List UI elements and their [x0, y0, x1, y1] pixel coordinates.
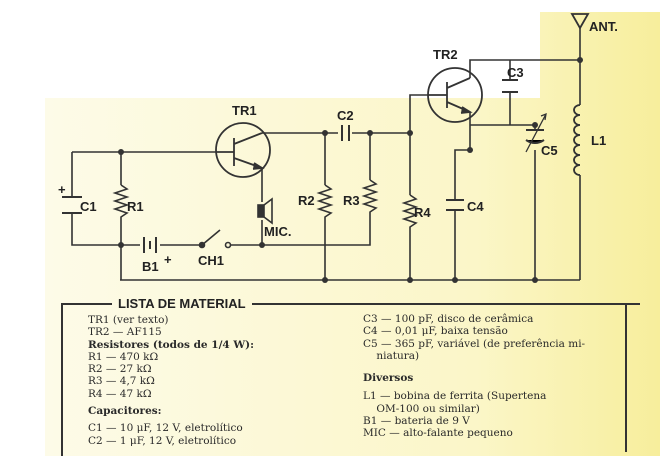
antenna-icon [570, 13, 590, 30]
resistor-r1 [112, 184, 130, 220]
list-item: TR1 (ver texto) [88, 314, 169, 326]
capacitor-c1 [62, 196, 82, 214]
label-ch1: CH1 [198, 253, 224, 268]
list-item: L1 — bobina de ferrita (Supertena [363, 390, 547, 403]
label-r4: R4 [414, 205, 431, 220]
list-heading: Diversos [363, 372, 414, 385]
label-c1-plus: + [58, 182, 66, 197]
label-mic: MIC. [264, 224, 291, 239]
resistor-r3 [361, 179, 379, 225]
list-item: TR2 — AF115 [88, 326, 162, 339]
label-c2: C2 [337, 108, 354, 123]
list-item: C2 — 1 μF, 12 V, eletrolítico [88, 434, 237, 447]
list-item: B1 — bateria de 9 V [363, 415, 470, 428]
list-item: OM-100 ou similar) [363, 402, 480, 415]
list-item: C3 — 100 pF, disco de cerâmica [363, 313, 534, 325]
speaker-mic [257, 197, 273, 225]
list-heading: Capacitores: [88, 405, 162, 418]
transistor-tr1 [215, 122, 271, 178]
battery-b1 [143, 237, 157, 253]
label-l1: L1 [591, 133, 606, 148]
capacitor-c4 [446, 199, 464, 211]
list-item: C5 — 365 pF, variável (de preferência mi… [363, 337, 586, 350]
label-r3: R3 [343, 193, 360, 208]
capacitor-c5 [525, 129, 545, 144]
list-item: R4 — 47 kΩ [88, 387, 152, 400]
list-item: C4 — 0,01 μF, baixa tensão [363, 325, 508, 338]
capacitor-c2 [341, 125, 350, 141]
label-tr2: TR2 [433, 47, 458, 62]
list-item: niatura) [363, 349, 420, 362]
switch-ch1 [198, 229, 232, 249]
capacitor-c3 [502, 79, 518, 93]
material-list-frame [61, 303, 640, 456]
capacitors [341, 79, 547, 211]
list-item: R2 — 27 kΩ [88, 363, 152, 376]
list-heading: Resistores (todos de 1/4 W): [88, 338, 255, 351]
inductor-l1 [573, 104, 581, 176]
resistors [112, 179, 419, 230]
material-list-title: LISTA DE MATERIAL [118, 296, 246, 311]
label-c5: C5 [541, 143, 558, 158]
label-b1: B1 [142, 259, 159, 274]
label-r1: R1 [127, 199, 144, 214]
list-item: R1 — 470 kΩ [88, 350, 159, 363]
resistor-r4 [401, 194, 419, 230]
label-c1: C1 [80, 199, 97, 214]
label-r2: R2 [298, 193, 315, 208]
paper-background [45, 12, 660, 456]
label-c3: C3 [507, 65, 524, 80]
junction-dots [118, 57, 583, 283]
label-b1-plus: + [164, 252, 172, 267]
list-item: C1 — 10 μF, 12 V, eletrolítico [88, 422, 243, 435]
label-tr1: TR1 [232, 103, 257, 118]
label-ant: ANT. [589, 19, 618, 34]
label-c4: C4 [467, 199, 484, 214]
transistor-tr2 [427, 67, 483, 123]
list-item: MIC — alto-falante pequeno [363, 427, 513, 440]
resistor-r2 [316, 184, 334, 220]
list-item: R3 — 4,7 kΩ [88, 375, 155, 388]
